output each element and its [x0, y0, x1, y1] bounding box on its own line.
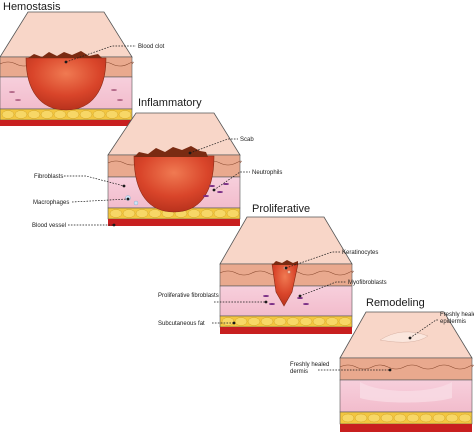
blood-vessel	[0, 120, 132, 126]
label-macrophages: Macrophages	[33, 200, 69, 206]
label-keratinocytes: Keratinocytes	[342, 250, 378, 256]
stage-inflammatory: Inflammatory Scab Neutrophils Fibroblast…	[32, 97, 282, 229]
wound-cavity	[133, 155, 215, 213]
healed-dermis-band	[360, 382, 452, 403]
stage-title-proliferative: Proliferative	[252, 203, 310, 215]
fat-cells	[341, 413, 472, 423]
label-blood-clot: Blood clot	[138, 44, 165, 50]
label-freshly-healed-dermis: Freshly healed dermis	[290, 362, 331, 375]
label-fibroblasts: Fibroblasts	[34, 174, 63, 180]
fat-cells	[1, 110, 132, 119]
scab	[272, 260, 298, 265]
label-freshly-healed-epidermis: Freshly healed epidermis	[440, 312, 474, 325]
dermis-cells	[9, 89, 123, 101]
label-myofibroblasts: Myofibroblasts	[348, 280, 387, 286]
label-proliferative-fibroblasts: Proliferative fibroblasts	[158, 293, 219, 299]
label-line-1: Freshly healed	[440, 312, 474, 318]
wound-cavity	[25, 57, 107, 111]
fat-cells	[109, 209, 240, 218]
blood-vessel	[340, 424, 472, 432]
myofibroblasts	[263, 295, 309, 305]
label-neutrophils: Neutrophils	[252, 170, 282, 176]
healed-scar	[379, 331, 429, 343]
label-scab: Scab	[240, 137, 254, 143]
label-line-1: Freshly healed	[290, 362, 329, 368]
label-line-2: epidermis	[440, 319, 466, 325]
skin-surface	[0, 11, 133, 58]
blood-vessel	[108, 219, 240, 226]
stage-hemostasis: Hemostasis Blood clot	[0, 1, 165, 126]
epidermis-wave	[339, 364, 474, 370]
label-line-2: dermis	[290, 369, 308, 375]
stage-title-inflammatory: Inflammatory	[138, 97, 202, 109]
label-blood-vessel: Blood vessel	[32, 223, 66, 229]
fat-cells	[221, 317, 352, 326]
stage-remodeling: Remodeling Freshly healed epidermis Fres…	[290, 297, 474, 432]
neutrophils	[203, 183, 229, 197]
blood-vessel	[220, 327, 352, 334]
epidermis-layer	[339, 357, 473, 381]
stage-title-hemostasis: Hemostasis	[3, 1, 61, 13]
stage-proliferative: Proliferative Keratinocytes Myofibroblas…	[158, 203, 387, 334]
label-subcutaneous-fat: Subcutaneous fat	[158, 321, 205, 327]
stage-title-remodeling: Remodeling	[366, 297, 425, 309]
